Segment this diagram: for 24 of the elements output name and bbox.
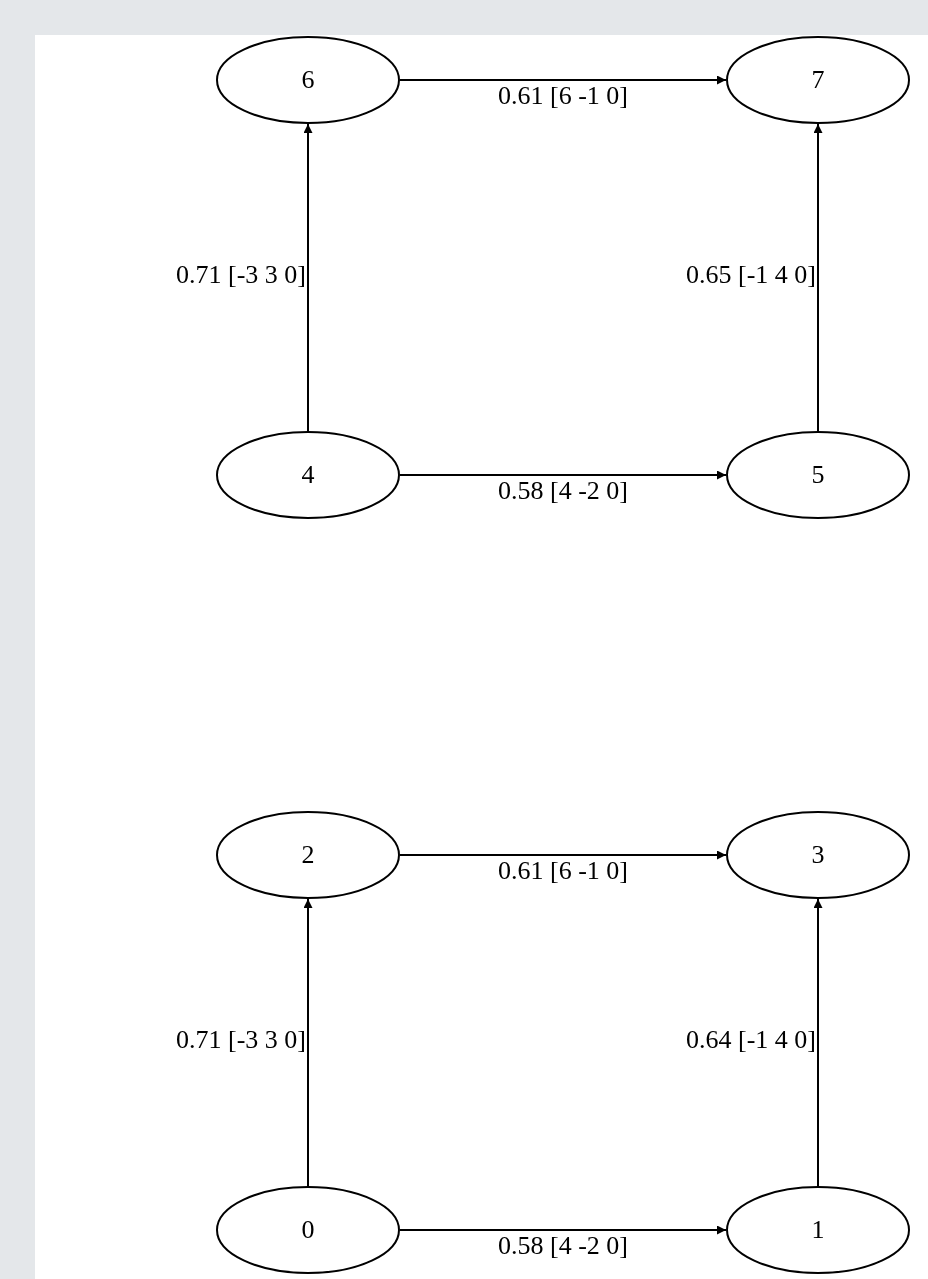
node-ellipse <box>726 431 910 519</box>
arrow <box>399 1225 727 1235</box>
node-label: 6 <box>301 67 315 93</box>
node-ellipse <box>726 36 910 124</box>
arrow <box>399 850 727 860</box>
node-ellipse <box>216 1186 400 1274</box>
node-ellipse <box>726 1186 910 1274</box>
node-label: 2 <box>301 842 315 868</box>
node-label: 4 <box>301 462 315 488</box>
node-label: 3 <box>811 842 825 868</box>
node-ellipse <box>216 431 400 519</box>
node-label: 5 <box>811 462 825 488</box>
node-label: 1 <box>811 1217 825 1243</box>
node-ellipse <box>216 811 400 899</box>
arrow <box>303 123 313 432</box>
arrow <box>303 898 313 1187</box>
node-ellipse <box>726 811 910 899</box>
arrow <box>813 123 823 432</box>
arrow <box>813 898 823 1187</box>
node-label: 0 <box>301 1217 315 1243</box>
node-ellipse <box>216 36 400 124</box>
node-label: 7 <box>811 67 825 93</box>
arrow <box>399 75 727 85</box>
arrow <box>399 470 727 480</box>
